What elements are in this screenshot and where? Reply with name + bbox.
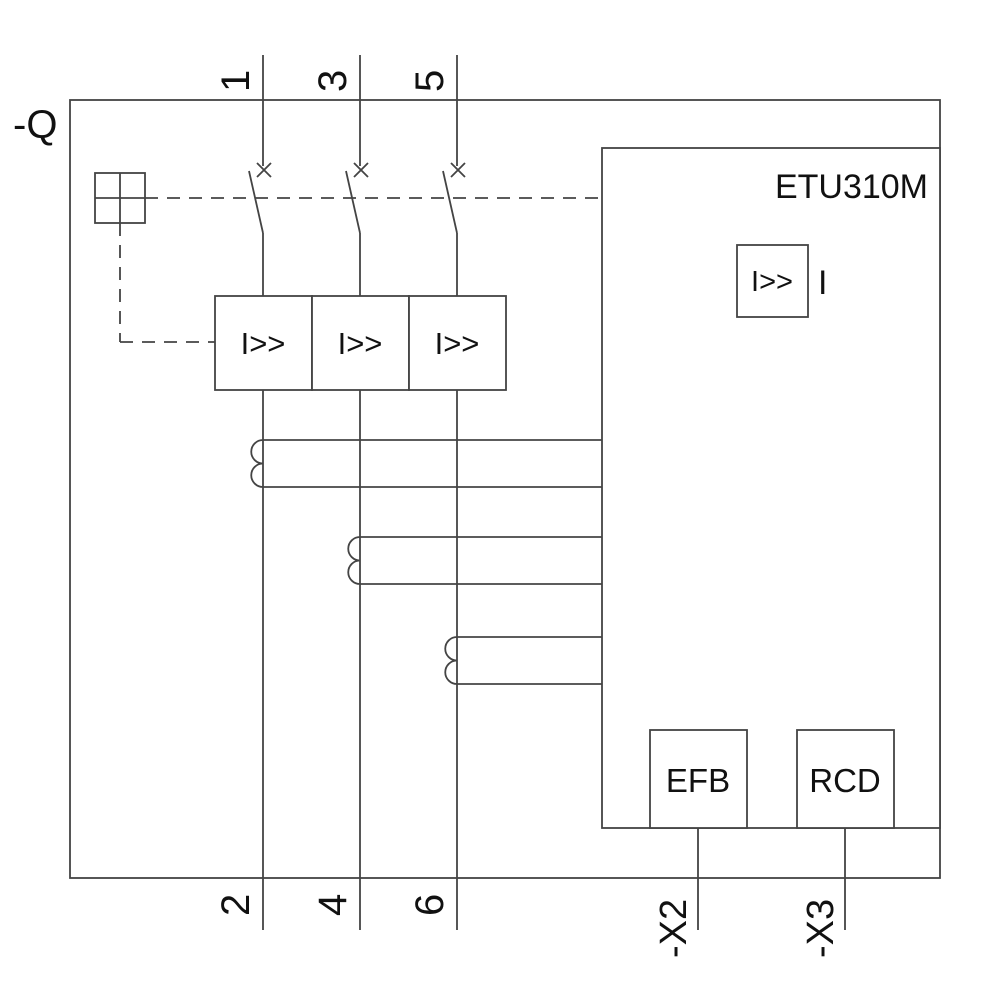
current-transformer-pole-2 — [347, 536, 602, 585]
instantaneous-release-symbol: I>> — [751, 266, 793, 298]
release-symbol-3: I>> — [435, 326, 480, 361]
current-transformer-pole-1 — [250, 439, 602, 488]
aux-terminal-label-x2: -X2 — [653, 899, 695, 958]
instantaneous-release-box — [736, 244, 809, 318]
pole-2 — [345, 55, 369, 930]
pole-1 — [248, 55, 272, 930]
overcurrent-release-row: I>> I>> I>> — [214, 295, 507, 391]
terminal-label-1: 1 — [214, 70, 258, 92]
efb-module-box — [649, 729, 748, 829]
aux-terminal-label-x3: -X3 — [800, 899, 842, 958]
pole-3-switch-blade — [442, 170, 458, 234]
terminal-label-4: 4 — [311, 894, 355, 916]
ct1-winding-icon — [250, 439, 264, 488]
rcd-module-label: RCD — [809, 762, 881, 799]
terminal-label-5: 5 — [408, 70, 452, 92]
terminal-label-6: 6 — [408, 894, 452, 916]
contact-cross-icon — [256, 162, 272, 178]
pole-3 — [442, 55, 466, 930]
release-box-1 — [214, 295, 313, 391]
pole-1-switch-blade — [248, 170, 264, 234]
pole-2-switch-blade — [345, 170, 361, 234]
current-transformer-pole-3 — [444, 636, 602, 685]
trip-unit-name-label: ETU310M — [775, 168, 928, 206]
operating-mechanism-symbol — [94, 172, 602, 343]
device-designation-label: -Q — [13, 103, 57, 147]
ct3-winding-icon — [444, 636, 458, 685]
rcd-module-box — [796, 729, 895, 829]
ct2-winding-icon — [347, 536, 361, 585]
terminal-label-2: 2 — [214, 894, 258, 916]
release-symbol-1: I>> — [241, 326, 286, 361]
contact-cross-icon — [353, 162, 369, 178]
terminal-label-3: 3 — [311, 70, 355, 92]
release-box-3 — [408, 295, 507, 391]
contact-cross-icon — [450, 162, 466, 178]
trip-unit: ETU310M I>> I EFB RCD — [601, 147, 941, 930]
efb-module-label: EFB — [666, 762, 730, 799]
release-symbol-2: I>> — [338, 326, 383, 361]
current-label: I — [818, 264, 827, 302]
